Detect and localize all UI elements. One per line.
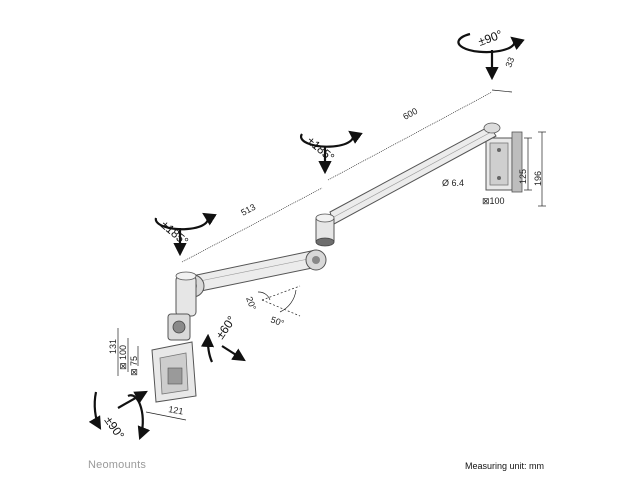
rotation-head-tilt-label: ±60° xyxy=(213,313,239,341)
upper-arm xyxy=(315,122,501,247)
dim-tilt-up: 20° xyxy=(244,295,258,312)
dim-vesa-75: ⊠ 75 xyxy=(129,356,139,376)
dim-vesa-100: ⊠ 100 xyxy=(118,345,128,370)
dim-131: 131 xyxy=(108,339,118,354)
brand-logo-text: Neomounts xyxy=(88,459,147,471)
dim-196: 196 xyxy=(533,171,543,186)
rotation-joint-1-label: ±185° xyxy=(304,134,337,165)
dim-125: 125 xyxy=(518,169,528,184)
dim-121: 121 xyxy=(168,404,185,416)
measuring-unit-note: Measuring unit: mm xyxy=(465,461,545,471)
dim-tilt-down: 50° xyxy=(269,314,286,328)
wall-plate xyxy=(485,131,523,193)
monitor-head xyxy=(151,271,197,403)
rotation-joint-2-label: ±185° xyxy=(158,218,191,249)
dim-wall-vesa: ⊠100 xyxy=(482,196,505,206)
lower-arm xyxy=(181,249,327,298)
rotation-head-rotate-label: ±90° xyxy=(102,414,128,442)
rotation-arrow-head-rotate xyxy=(88,390,151,441)
rotation-wall-label: ±90° xyxy=(476,27,504,49)
dim-33: 33 xyxy=(503,56,516,69)
rotation-arrow-head-tilt xyxy=(200,333,246,363)
dim-600: 600 xyxy=(401,106,419,122)
dim-hole-diameter: Ø 6.4 xyxy=(442,178,464,188)
rotation-arrow-wall xyxy=(457,32,525,81)
rotation-arrow-joint-2 xyxy=(154,212,217,257)
dimension-lines xyxy=(117,89,546,421)
rotation-arrow-joint-1 xyxy=(299,130,363,175)
dim-513: 513 xyxy=(239,202,257,218)
